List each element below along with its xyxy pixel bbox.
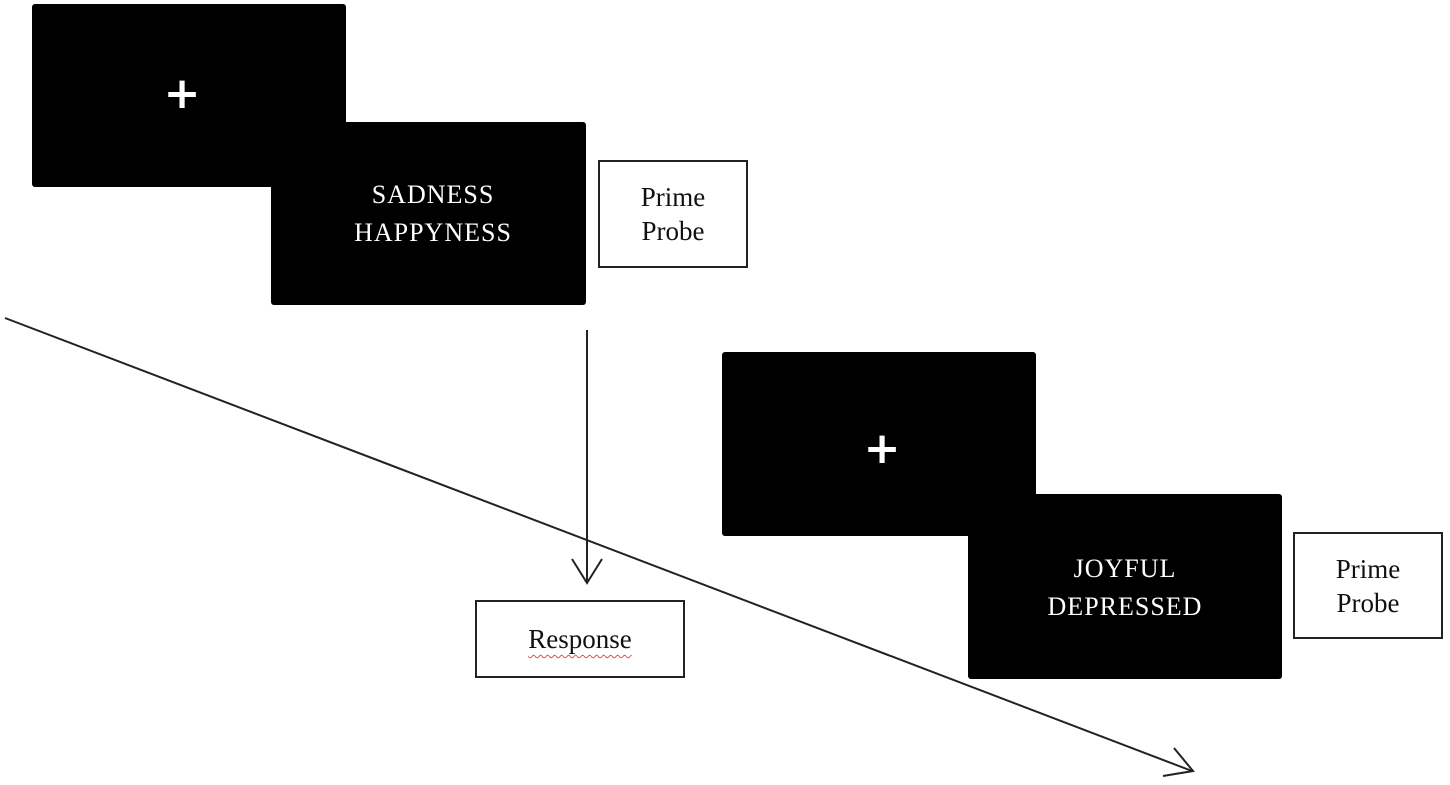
- time-axis-arrowhead: [1162, 747, 1195, 777]
- response-label: Response: [528, 624, 632, 654]
- trial2-label-box: Prime Probe: [1293, 532, 1443, 639]
- trial2-prime-word: JOYFUL: [1073, 554, 1177, 583]
- trial2-label-probe: Probe: [1336, 587, 1400, 618]
- plus-icon: +: [863, 423, 901, 474]
- plus-icon: +: [163, 68, 201, 119]
- response-arrow: [571, 330, 603, 585]
- trial1-label-prime: Prime: [640, 182, 706, 212]
- trial1-probe-word: HAPPYNESS: [354, 218, 512, 247]
- trial2-probe-word: DEPRESSED: [1047, 592, 1203, 621]
- trial1-label-box: Prime Probe: [598, 160, 748, 268]
- trial1-word-screen: SADNESS HAPPYNESS: [271, 122, 586, 305]
- trial2-word-pair: JOYFUL DEPRESSED: [968, 548, 1282, 628]
- trial2-word-screen: JOYFUL DEPRESSED: [968, 494, 1282, 679]
- response-box: Response: [475, 600, 685, 678]
- trial1-prime-word: SADNESS: [371, 180, 495, 209]
- trial1-word-pair: SADNESS HAPPYNESS: [271, 174, 595, 254]
- trial1-label-probe: Probe: [641, 216, 705, 246]
- trial2-label-prime: Prime: [1335, 553, 1401, 584]
- response-arrowhead: [571, 558, 603, 585]
